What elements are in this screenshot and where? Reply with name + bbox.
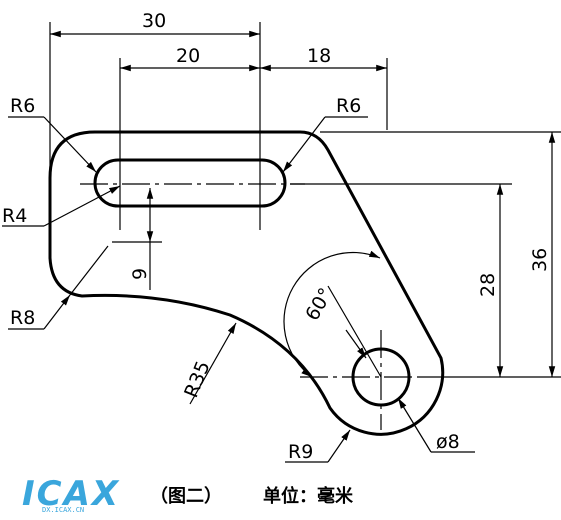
- dim-text-60: 60°: [301, 284, 337, 324]
- leader-r8-ext: [69, 245, 109, 296]
- dim-text-d8: ø8: [436, 431, 460, 453]
- leader-r4: [43, 185, 121, 227]
- dim-text-18: 18: [307, 45, 331, 67]
- dim-text-36: 36: [529, 248, 551, 272]
- dim-text-30: 30: [142, 10, 166, 32]
- leader-r9: [327, 429, 351, 463]
- dim-text-r9: R9: [288, 441, 313, 463]
- dim-text-20: 20: [176, 45, 200, 67]
- leader-r6-right: [282, 116, 326, 173]
- dim-text-r6-right: R6: [336, 95, 361, 117]
- dim-text-r6-left: R6: [10, 95, 35, 117]
- leader-r8: [43, 294, 71, 330]
- icax-logo: ICAX DX.ICAX.CN: [8, 474, 128, 514]
- unit-label: 单位：毫米: [263, 486, 353, 507]
- logo-text: ICAX: [22, 474, 121, 514]
- dim-text-9: 9: [129, 268, 151, 280]
- angle-arc-60: [283, 250, 381, 378]
- leader-d8: [397, 397, 432, 453]
- dim-text-r8: R8: [10, 307, 35, 329]
- angle-ref-line: [327, 285, 382, 378]
- leader-r35: [189, 322, 237, 405]
- slot-outline: [93, 158, 287, 208]
- leader-d8-in: [345, 329, 367, 359]
- leader-r6-left: [43, 116, 97, 173]
- logo-subtext: DX.ICAX.CN: [42, 506, 85, 514]
- dim-text-r4: R4: [2, 205, 27, 227]
- part-outline: [48, 130, 445, 436]
- figure-label: （图二）: [150, 486, 222, 507]
- dim-text-r35: R35: [180, 358, 214, 401]
- caption-bar: ICAX DX.ICAX.CN （图二） 单位：毫米: [0, 470, 561, 520]
- dim-text-28: 28: [477, 273, 499, 297]
